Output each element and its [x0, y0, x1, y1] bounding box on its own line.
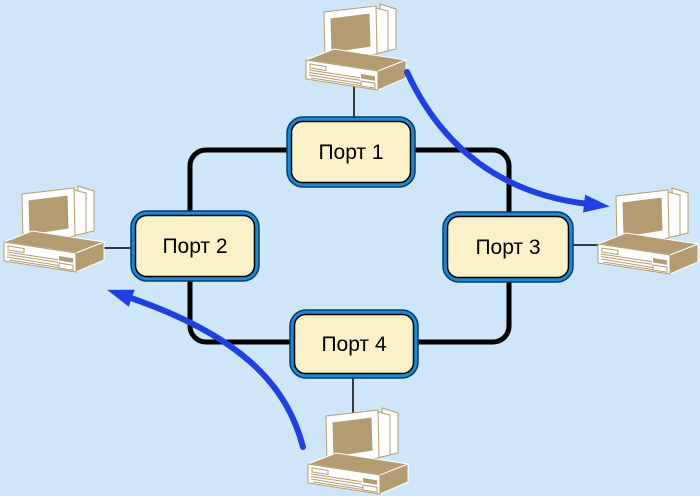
port-node-2: Порт 2: [130, 210, 260, 282]
port-node-3: Порт 3: [442, 211, 574, 283]
port-label-2: Порт 2: [162, 235, 227, 258]
port-node-1: Порт 1: [286, 116, 416, 188]
desktop-computer-icon-left: [3, 185, 105, 273]
port-node-4: Порт 4: [289, 309, 419, 379]
desktop-computer-icon-top: [305, 3, 407, 91]
data-flow-arrow-top-to-right: [404, 69, 610, 213]
port-label-3: Порт 3: [475, 236, 540, 259]
port-label-4: Порт 4: [321, 333, 386, 356]
desktop-computer-icon-right: [597, 187, 699, 275]
desktop-computer-icon-bottom: [307, 407, 409, 495]
port-label-1: Порт 1: [318, 141, 383, 164]
data-flow-arrow-bottom-to-left: [107, 289, 306, 450]
